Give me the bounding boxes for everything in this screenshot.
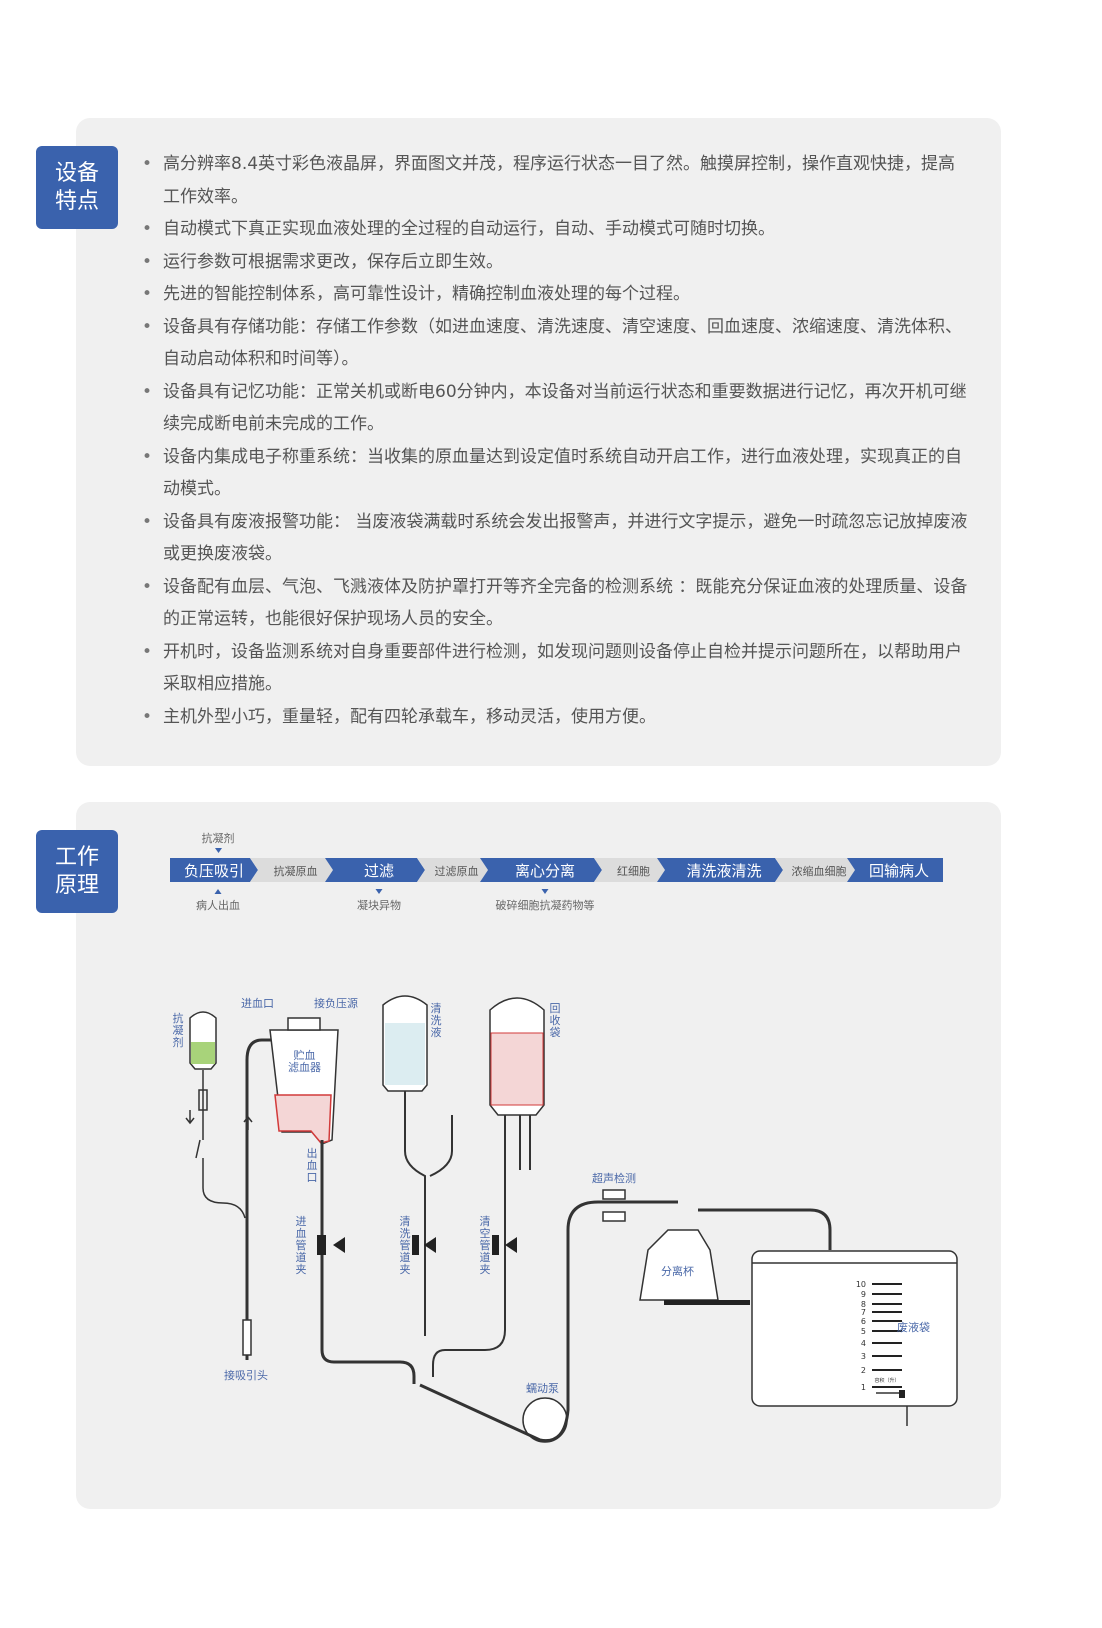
bowl-label: 分离杯 [661, 1265, 694, 1278]
blood-outlet-label: 出血口 [306, 1147, 318, 1184]
feature-item: 运行参数可根据需求更改，保存后立即生效。 [140, 246, 970, 279]
scale-label: 8 [861, 1300, 866, 1309]
wash-bottle [382, 995, 453, 1336]
flow-link [594, 858, 665, 882]
separation-bowl [639, 1208, 832, 1305]
features-list: 高分辨率8.4英寸彩色液晶屏，界面图文并茂，程序运行状态一目了然。触摸屏控制，操… [140, 148, 970, 733]
arrow-down-icon [541, 889, 549, 894]
flow-annotation: 凝块异物 [357, 898, 401, 912]
flow-link-label: 红细胞 [617, 865, 650, 878]
process-flow: 负压吸引 抗凝原血 过滤 过滤原血 离心分离 红细胞 清洗液清洗 浓缩血细胞 回输病人 抗凝剂病人… [170, 831, 943, 912]
scale-label: 1 [861, 1383, 866, 1392]
scale-label: 3 [861, 1352, 866, 1361]
recovery-bag [432, 997, 545, 1377]
feature-item: 先进的智能控制体系，高可靠性设计，精确控制血液处理的每个过程。 [140, 278, 970, 311]
flow-step [170, 858, 258, 882]
flow-link [250, 858, 333, 882]
flow-step [847, 858, 943, 882]
anticoagulant-bottle [185, 1011, 253, 1219]
feature-item: 设备具有存储功能：存储工作参数（如进血速度、清洗速度、清空速度、回血速度、浓缩速… [140, 311, 970, 376]
flow-annotation: 病人出血 [196, 898, 240, 912]
suction-tube [245, 1038, 317, 1360]
principle-badge: 工作 原理 [36, 830, 118, 913]
feature-item: 开机时，设备监测系统对自身重要部件进行检测，如发现问题则设备停止自检并提示问题所… [140, 636, 970, 701]
feature-item: 设备具有记忆功能：正常关机或断电60分钟内，本设备对当前运行状态和重要数据进行记… [140, 376, 970, 441]
scale-label: 4 [861, 1339, 866, 1348]
empty-clamp-label: 清空管道夹 [479, 1215, 491, 1276]
scale-label: 6 [861, 1317, 866, 1326]
negative-pressure-label: 接负压源 [314, 997, 358, 1010]
inlet-clamp-label: 进血管道夹 [295, 1215, 307, 1276]
feature-item: 设备内集成电子称重系统：当收集的原血量达到设定值时系统自动开启工作，进行血液处理… [140, 441, 970, 506]
flow-link [417, 858, 488, 882]
flow-link-label: 过滤原血 [435, 864, 479, 878]
reservoir-label: 贮血 滤血器 [288, 1049, 321, 1074]
scale-label: 10 [856, 1280, 866, 1289]
feature-item: 自动模式下真正实现血液处理的全过程的自动运行，自动、手动模式可随时切换。 [140, 213, 970, 246]
waste-bag [751, 1250, 958, 1426]
arrow-down-icon [215, 848, 222, 853]
features-badge: 设备 特点 [36, 146, 118, 229]
flow-step-label: 负压吸引 [184, 862, 244, 880]
flow-link-label: 抗凝原血 [274, 864, 318, 878]
flow-step-label: 回输病人 [869, 862, 929, 880]
flow-step-label: 离心分离 [515, 862, 575, 880]
flow-step [480, 858, 602, 882]
blood-inlet-label: 进血口 [241, 997, 274, 1010]
flow-input-label: 抗凝剂 [202, 831, 235, 845]
scale-label: 2 [861, 1366, 866, 1375]
recovery-bag-label: 回收袋 [549, 1002, 561, 1039]
flow-step [657, 858, 783, 882]
feature-item: 设备具有废液报警功能： 当废液袋满载时系统会发出报警声，并进行文字提示，避免一时… [140, 506, 970, 571]
scale-label: 9 [861, 1290, 866, 1299]
scale-label: 7 [861, 1308, 866, 1317]
flow-link-label: 浓缩血细胞 [792, 864, 847, 878]
arrow-down-icon [375, 889, 383, 894]
pump-label: 蠕动泵 [526, 1382, 559, 1395]
feature-item: 主机外型小巧，重量轻，配有四轮承载车，移动灵活，使用方便。 [140, 701, 970, 734]
ultrasonic-label: 超声检测 [592, 1172, 636, 1185]
flow-annotation: 破碎细胞抗凝药物等 [496, 898, 595, 912]
feature-item: 设备配有血层、气泡、飞溅液体及防护罩打开等齐全完备的检测系统 ：既能充分保证血液… [140, 571, 970, 636]
anticoagulant-label: 抗凝剂 [172, 1012, 184, 1049]
suction-head-label: 接吸引头 [224, 1369, 268, 1382]
reservoir-filter [269, 1017, 416, 1384]
scale-note: 容积（升） [874, 1377, 899, 1384]
scale-label: 5 [861, 1327, 866, 1336]
flow-step-label: 过滤 [364, 862, 394, 880]
wash-clamp-label: 清洗管道夹 [399, 1215, 411, 1276]
flow-step [325, 858, 425, 882]
flow-step-label: 清洗液清洗 [686, 862, 761, 880]
arrow-up-icon [214, 889, 222, 894]
feature-item: 高分辨率8.4英寸彩色液晶屏，界面图文并茂，程序运行状态一目了然。触摸屏控制，操… [140, 148, 970, 213]
wash-liquid-label: 清洗液 [430, 1002, 442, 1039]
flow-link [775, 858, 855, 882]
waste-bag-label: 废液袋 [897, 1321, 930, 1334]
